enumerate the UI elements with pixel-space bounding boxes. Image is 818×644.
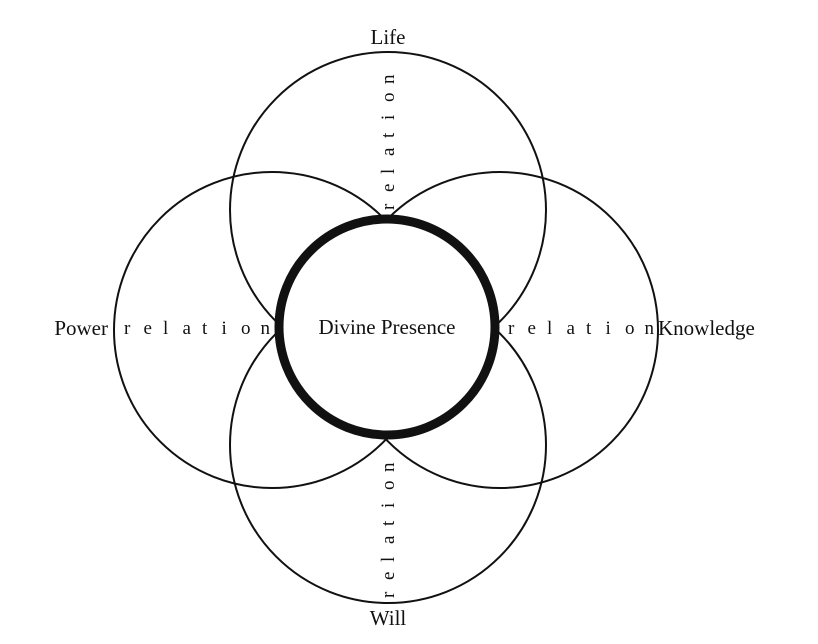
relation-label-life: r e l a t i on [378, 74, 399, 210]
label-will: Will [370, 606, 407, 630]
label-power: Power [54, 316, 108, 340]
relation-letter: a [567, 318, 576, 339]
relation-letter: t [378, 520, 399, 526]
relation-letter: a [378, 535, 399, 544]
relation-label-will: r e l a t i on [378, 462, 399, 598]
relation-letter: l [378, 169, 399, 174]
relation-letter: o [241, 318, 251, 339]
relation-letter: o [378, 481, 399, 491]
relation-letter: e [378, 184, 399, 192]
relation-letter: t [378, 132, 399, 138]
relation-letter: o [378, 93, 399, 103]
relation-letter: l [163, 318, 168, 339]
label-knowledge: Knowledge [658, 316, 755, 340]
relation-letter: r [124, 318, 131, 339]
relation-letter: r [508, 318, 515, 339]
relation-letter: e [144, 318, 152, 339]
relation-letter: a [183, 318, 192, 339]
relation-letter: a [378, 147, 399, 156]
relation-letter: t [202, 318, 208, 339]
relation-letter: r [378, 203, 399, 210]
relation-letter: n [645, 318, 655, 339]
relation-letter: i [378, 115, 399, 120]
center-backing [281, 221, 493, 433]
relation-letter: i [606, 318, 611, 339]
label-life: Life [371, 25, 406, 49]
relation-letter: t [586, 318, 592, 339]
relation-letter: i [378, 503, 399, 508]
relation-letter: e [528, 318, 536, 339]
relation-letter: n [261, 318, 271, 339]
relation-letter: n [378, 74, 399, 84]
relation-letter: o [625, 318, 635, 339]
center-label: Divine Presence [318, 315, 455, 339]
center-circle [274, 214, 500, 440]
relation-letter: i [222, 318, 227, 339]
relation-letter: l [547, 318, 552, 339]
relation-letter: l [378, 557, 399, 562]
relation-letter: n [378, 462, 399, 472]
relation-letter: r [378, 591, 399, 598]
relation-letter: e [378, 572, 399, 580]
